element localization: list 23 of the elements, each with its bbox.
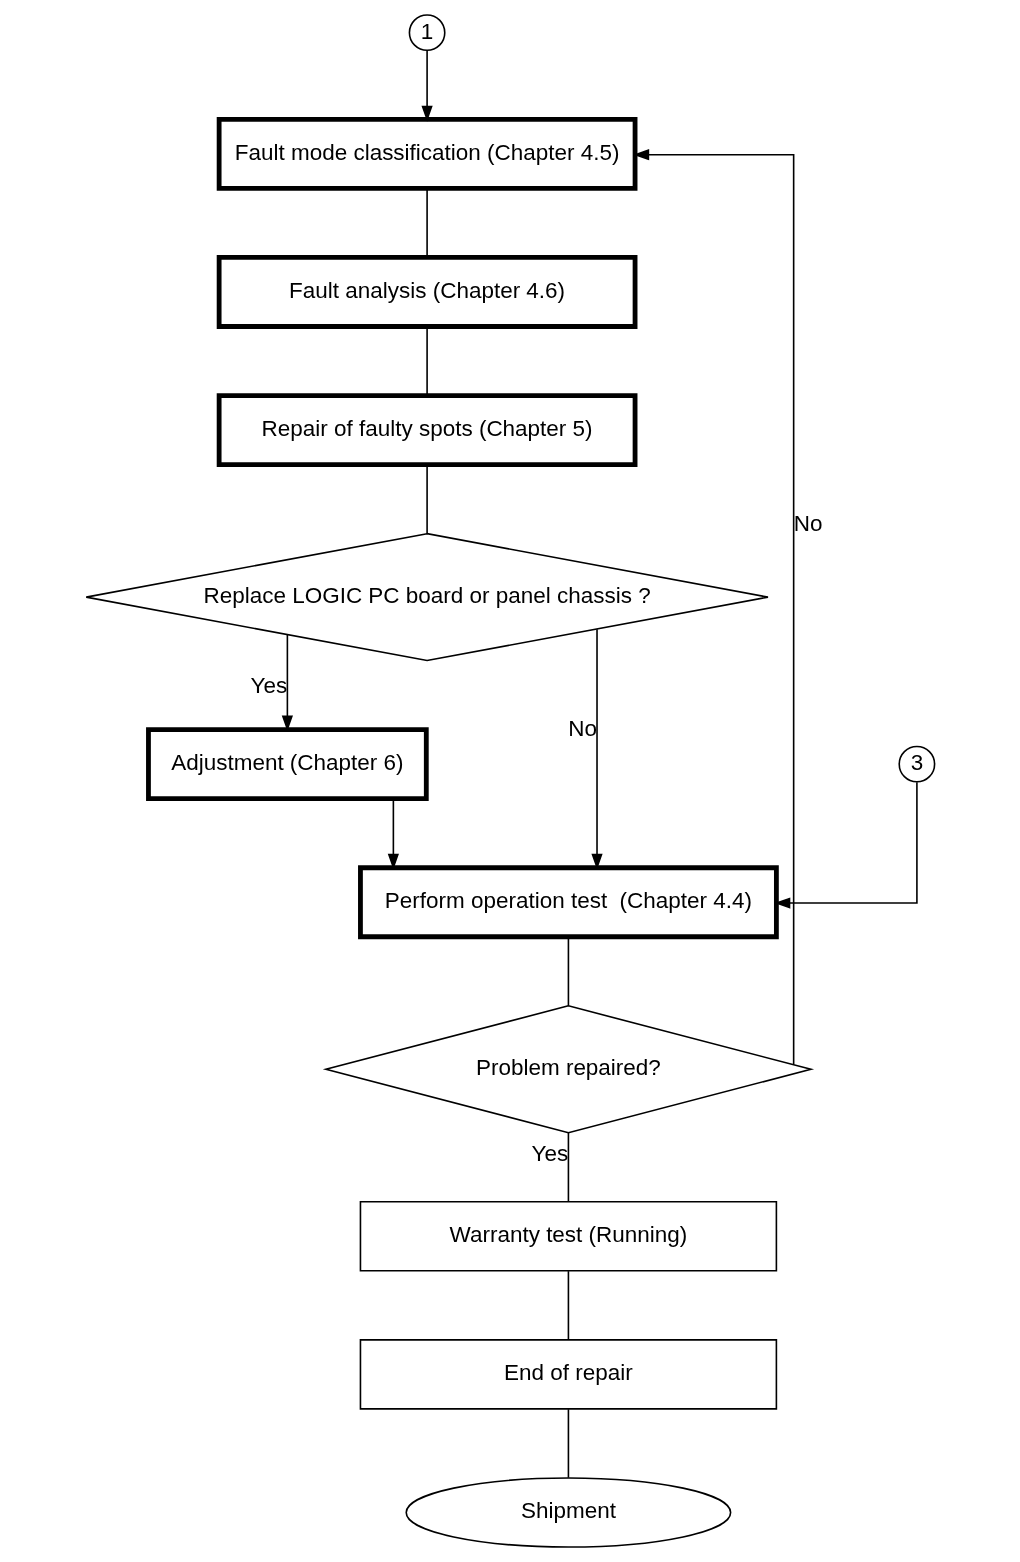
connector	[425, 326, 428, 397]
arrow	[420, 49, 433, 122]
node-diamond: Problem repaired?	[322, 1005, 814, 1134]
node-diamond: Replace LOGIC PC board or panel chassis ?	[84, 532, 769, 662]
connector	[567, 1408, 569, 1479]
node-box: Fault mode classification (Chapter 4.5)	[216, 116, 637, 191]
edge-label: Yes	[250, 673, 287, 699]
edge-label: No	[793, 510, 822, 536]
connector	[567, 1270, 569, 1341]
node-circle: 1	[408, 14, 446, 52]
node-box: Fault analysis (Chapter 4.6)	[216, 255, 637, 329]
node-box: End of repair	[359, 1339, 777, 1410]
node-box: Warranty test (Running)	[359, 1200, 777, 1272]
connector	[567, 1132, 569, 1203]
node-box: Perform operation test (Chapter 4.4)	[357, 865, 779, 940]
node-circle: 3	[897, 745, 935, 783]
node-box: Adjustment (Chapter 6)	[145, 727, 429, 802]
node-box: Repair of faulty spots (Chapter 5)	[216, 393, 637, 468]
edge-label: No	[567, 715, 597, 741]
node-ellipse: Shipment	[404, 1477, 731, 1548]
edge-label: Yes	[531, 1141, 568, 1167]
connector	[425, 187, 428, 258]
connector	[567, 936, 569, 1007]
